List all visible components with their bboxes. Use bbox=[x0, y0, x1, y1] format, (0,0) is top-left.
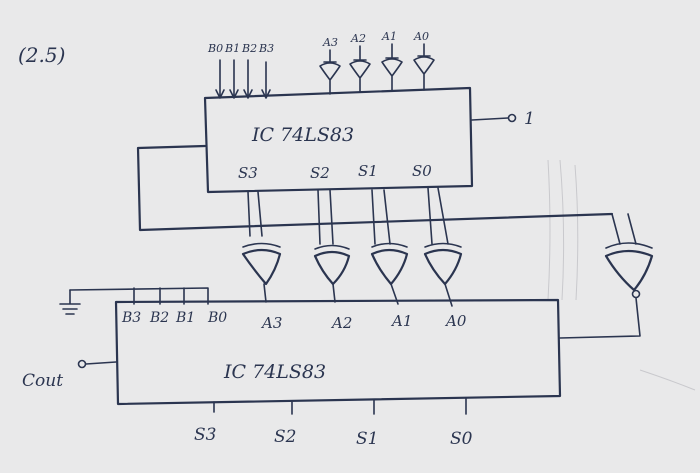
chip2-a3-label: A3 bbox=[260, 314, 282, 332]
xor-gate-s2-icon bbox=[313, 244, 351, 303]
xor-gates-row bbox=[241, 187, 654, 339]
chip1-a2-label: A2 bbox=[350, 32, 366, 45]
final-s1-label: S1 bbox=[356, 429, 378, 449]
chip2-carry-out: Cout bbox=[22, 359, 117, 391]
chip2-b3-label: B3 bbox=[121, 310, 141, 326]
chip2: IC 74LS83 B3 B2 B1 B0 A3 A2 A1 A0 Cout bbox=[22, 287, 562, 415]
chip1-body bbox=[203, 86, 474, 194]
xor-gate-s0-icon bbox=[423, 242, 463, 307]
chip2-a0-label: A0 bbox=[444, 312, 467, 330]
chip1-b1-label: B1 bbox=[224, 42, 240, 55]
chip2-ground-tie bbox=[59, 287, 209, 315]
chip1-s0-label: S0 bbox=[412, 162, 432, 180]
chip1-b2-arrow bbox=[243, 59, 253, 99]
paper-texture bbox=[547, 159, 696, 391]
chip1-s3-label: S3 bbox=[238, 164, 258, 182]
xor-gate-right-icon bbox=[559, 213, 654, 339]
chip1-carry-in: 1 bbox=[471, 109, 535, 129]
chip1-b3-label: B3 bbox=[258, 42, 274, 55]
final-s3-label: S3 bbox=[194, 425, 216, 445]
final-outputs: S3 S2 S1 S0 bbox=[194, 425, 473, 449]
chip1-b2-label: B2 bbox=[241, 42, 257, 55]
final-s2-label: S2 bbox=[274, 427, 296, 447]
chip1: IC 74LS83 B0 B1 B2 B3 A3 A2 A1 A0 bbox=[136, 30, 614, 232]
problem-label: (2.5) bbox=[18, 43, 65, 67]
chip2-body bbox=[114, 298, 562, 406]
chip2-b0-label: B0 bbox=[207, 310, 227, 326]
chip1-b1-arrow bbox=[229, 59, 239, 99]
chip1-a0-label: A0 bbox=[413, 30, 429, 43]
chip1-a1-gate-icon bbox=[381, 43, 403, 92]
chip1-b3-arrow bbox=[261, 61, 271, 99]
chip1-a3-label: A3 bbox=[322, 36, 338, 49]
final-s0-label: S0 bbox=[450, 429, 473, 449]
xor-gate-s1-icon bbox=[370, 242, 409, 305]
chip1-a3-gate-icon bbox=[319, 49, 341, 95]
chip2-name: IC 74LS83 bbox=[223, 361, 326, 383]
chip2-a2-label: A2 bbox=[330, 314, 352, 332]
chip1-a1-label: A1 bbox=[381, 30, 397, 43]
chip1-name: IC 74LS83 bbox=[251, 124, 354, 146]
chip1-b0-label: B0 bbox=[207, 42, 223, 55]
feedback-wire bbox=[136, 144, 614, 232]
xor-gate-s3-icon bbox=[241, 242, 282, 303]
chip1-s1-label: S1 bbox=[358, 162, 378, 180]
chip1-carry-in-value: 1 bbox=[524, 109, 535, 129]
chip1-s2-label: S2 bbox=[310, 164, 330, 182]
chip2-carry-out-label: Cout bbox=[22, 371, 63, 391]
chip1-a-inputs: A3 A2 A1 A0 bbox=[319, 30, 435, 95]
chip1-b-inputs: B0 B1 B2 B3 bbox=[207, 42, 274, 99]
chip1-a0-gate-icon bbox=[413, 43, 435, 91]
chip1-a2-gate-icon bbox=[349, 45, 371, 93]
chip2-b2-label: B2 bbox=[149, 310, 169, 326]
chip2-a1-label: A1 bbox=[390, 312, 412, 330]
chip2-b1-label: B1 bbox=[175, 310, 195, 326]
chip1-b0-arrow bbox=[215, 59, 225, 99]
ground-icon bbox=[59, 289, 81, 315]
